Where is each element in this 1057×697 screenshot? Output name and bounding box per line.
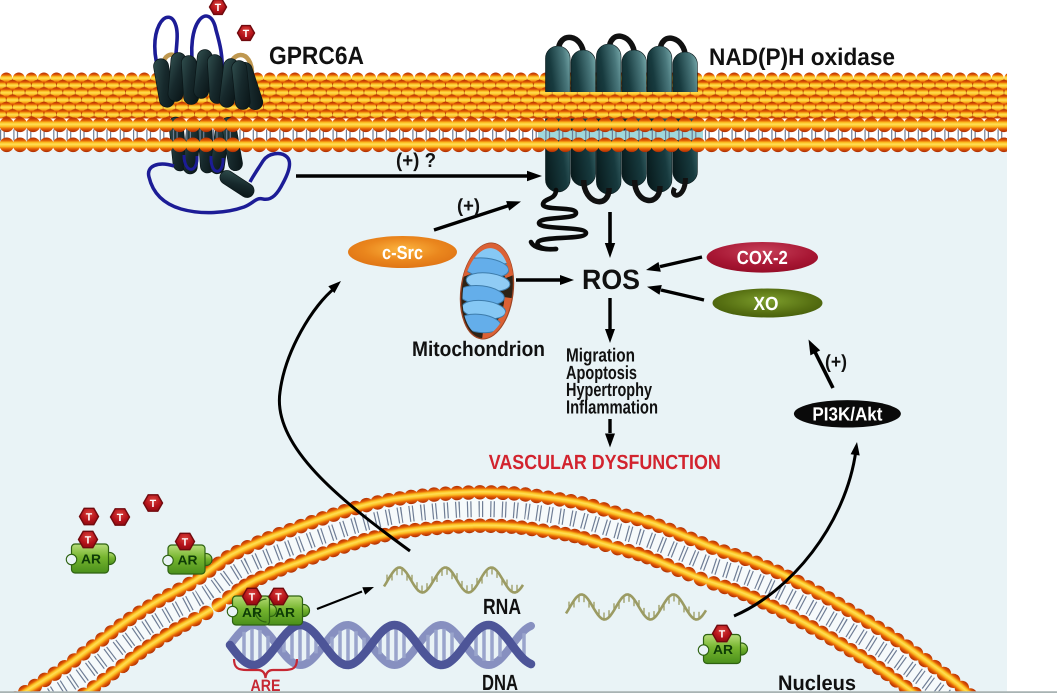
svg-text:XO: XO (754, 294, 779, 315)
svg-text:Inflammation: Inflammation (566, 397, 658, 418)
svg-text:Apoptosis: Apoptosis (566, 363, 637, 384)
svg-text:T: T (86, 511, 93, 523)
svg-text:Migration: Migration (566, 346, 635, 367)
svg-text:PI3K/Akt: PI3K/Akt (812, 405, 883, 426)
svg-text:NAD(P)H oxidase: NAD(P)H oxidase (709, 44, 895, 71)
svg-text:(+) ?: (+) ? (396, 150, 436, 172)
svg-text:AR: AR (81, 552, 102, 567)
svg-text:AR: AR (242, 605, 263, 620)
svg-text:T: T (182, 536, 189, 548)
svg-text:DNA: DNA (482, 670, 518, 695)
svg-text:T: T (719, 628, 726, 640)
svg-text:Mitochondrion: Mitochondrion (412, 338, 545, 361)
svg-text:Hypertrophy: Hypertrophy (566, 380, 652, 401)
svg-text:T: T (249, 591, 256, 603)
svg-text:T: T (117, 512, 124, 524)
svg-text:(+): (+) (825, 352, 847, 373)
svg-text:ARE: ARE (251, 677, 281, 695)
svg-text:T: T (243, 28, 250, 40)
svg-text:Nucleus: Nucleus (778, 672, 856, 695)
svg-text:(+): (+) (457, 196, 480, 217)
svg-text:AR: AR (275, 605, 296, 620)
svg-text:T: T (85, 534, 92, 546)
svg-text:ROS: ROS (582, 264, 640, 295)
svg-text:T: T (215, 2, 222, 14)
svg-text:AR: AR (178, 553, 199, 568)
svg-text:c-Src: c-Src (382, 243, 423, 264)
svg-text:COX-2: COX-2 (737, 248, 788, 269)
svg-text:T: T (150, 498, 157, 510)
svg-text:GPRC6A: GPRC6A (269, 42, 364, 70)
svg-text:AR: AR (713, 642, 734, 657)
svg-text:VASCULAR DYSFUNCTION: VASCULAR DYSFUNCTION (489, 451, 721, 474)
svg-text:RNA: RNA (483, 594, 521, 619)
svg-text:T: T (275, 591, 282, 603)
